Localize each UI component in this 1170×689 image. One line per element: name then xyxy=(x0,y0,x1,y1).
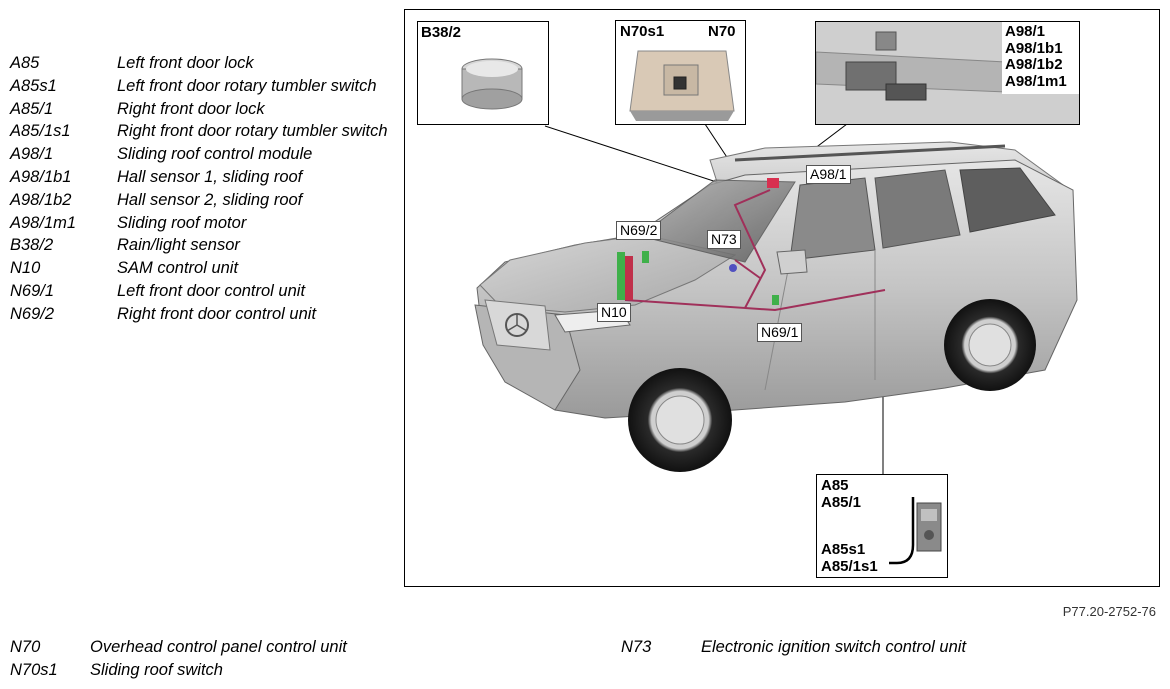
callout-n70: N70s1 N70 xyxy=(615,20,746,125)
n69-2-marker xyxy=(642,251,649,263)
a85-callout-labels-top: A85 A85/1 xyxy=(821,477,862,511)
n69-1-marker xyxy=(772,295,779,305)
n10-module-marker xyxy=(617,252,625,300)
callout-label: N70 xyxy=(708,23,736,40)
overhead-panel-illustration xyxy=(629,50,735,121)
n10-module-marker xyxy=(625,256,633,300)
a98-callout-labels: A98/1 A98/1b1 A98/1b2 A98/1m1 xyxy=(1005,23,1067,90)
callout-a85: A85 A85/1 A85s1 A85/1s1 xyxy=(816,474,948,578)
tag-n10: N10 xyxy=(597,303,631,322)
callout-label: N70s1 xyxy=(620,23,665,40)
component-location-figure: B38/2 N70s1 N70 A98/1 A98/1 xyxy=(404,9,1160,587)
a98-1-marker xyxy=(767,178,779,188)
callout-b38-2: B38/2 xyxy=(417,21,549,125)
rain-light-sensor-illustration xyxy=(461,58,523,110)
tag-n73: N73 xyxy=(707,230,741,249)
callout-label: B38/2 xyxy=(421,24,462,41)
n73-marker xyxy=(729,264,737,272)
car-body xyxy=(474,141,1078,472)
door-lock-illustration xyxy=(889,497,942,565)
tag-a98-1: A98/1 xyxy=(806,165,851,184)
a85-callout-labels-bottom: A85s1 A85/1s1 xyxy=(821,541,878,575)
sliding-roof-module-illustration xyxy=(816,22,1079,124)
tag-n69-1: N69/1 xyxy=(757,323,803,342)
figure-id: P77.20-2752-76 xyxy=(1062,604,1156,619)
tag-n69-2: N69/2 xyxy=(616,221,662,240)
car-illustration xyxy=(474,123,1078,474)
callout-a98-1: A98/1 A98/1b1 A98/1b2 A98/1m1 xyxy=(815,21,1080,125)
